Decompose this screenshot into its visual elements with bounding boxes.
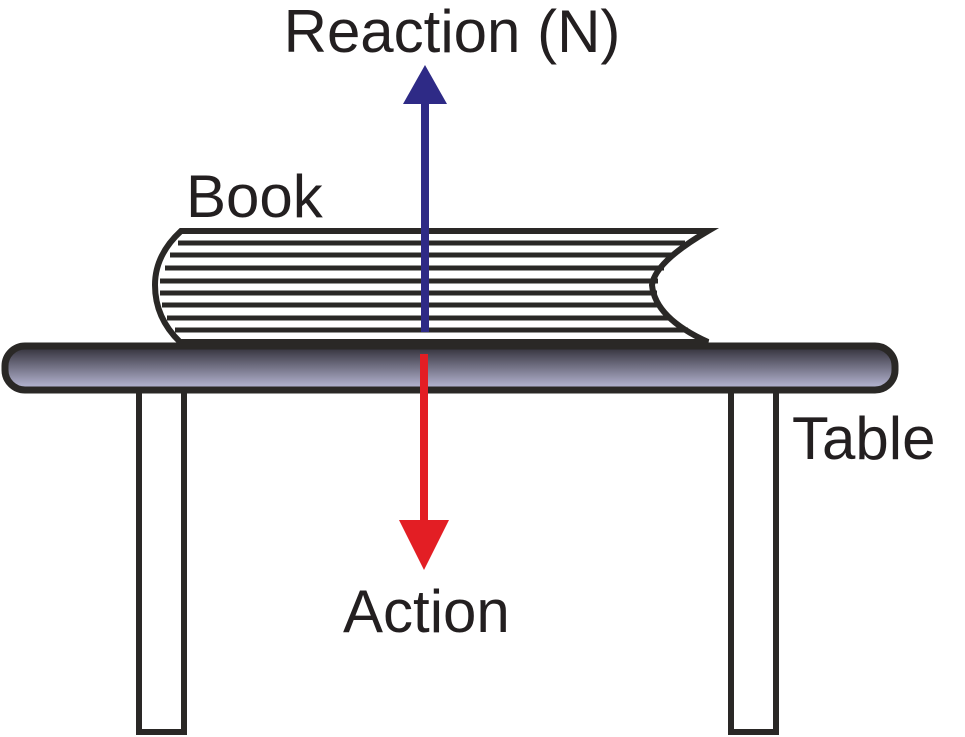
reaction-label: Reaction (N) <box>284 0 621 65</box>
book-pages <box>160 240 688 333</box>
action-label: Action <box>343 578 510 645</box>
book <box>151 228 720 345</box>
table-leg-left <box>136 382 187 735</box>
reaction-arrow <box>403 65 447 332</box>
table-leg-right <box>728 382 779 735</box>
action-arrow <box>399 354 449 570</box>
table-label: Table <box>792 405 935 472</box>
table-top <box>1 342 899 394</box>
book-label: Book <box>186 163 324 230</box>
